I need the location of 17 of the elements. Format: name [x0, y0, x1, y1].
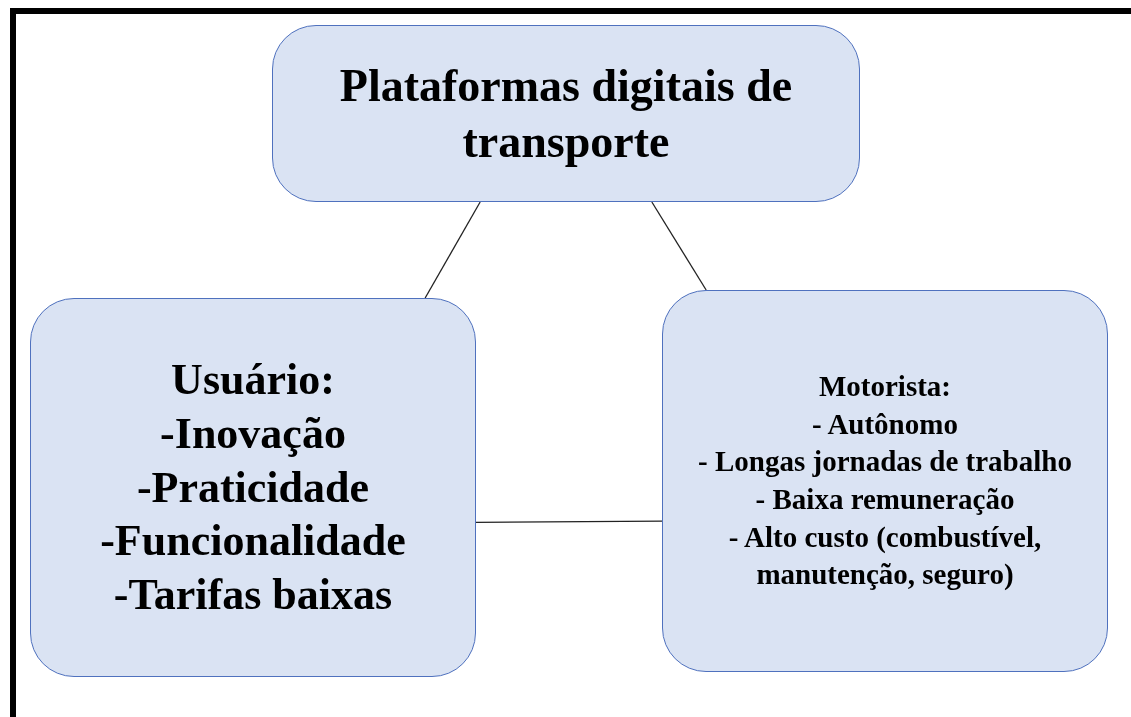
node-text: -Praticidade — [136, 461, 370, 514]
node-heading: Motorista: — [818, 368, 952, 404]
connector-line — [651, 201, 707, 291]
node-text: - Alto custo (combustível, manutenção, seguro) — [727, 519, 1043, 593]
node-heading: Plataformas digitais de transporte — [338, 59, 794, 169]
connector-line — [424, 201, 481, 299]
node-text: -Funcionalidade — [100, 515, 406, 568]
connector-line — [475, 520, 663, 523]
user-box — [30, 298, 476, 677]
node-text: - Baixa remuneração — [755, 482, 1015, 517]
node-text: -Tarifas baixas — [113, 569, 393, 621]
node-text: - Longas jornadas de trabalho — [698, 444, 1072, 480]
node-heading: Usuário: — [171, 354, 335, 407]
node-text: - Autônomo — [812, 406, 958, 442]
node-text: -Inovação — [160, 408, 346, 460]
driver-box — [662, 290, 1108, 672]
title-box — [272, 25, 860, 202]
